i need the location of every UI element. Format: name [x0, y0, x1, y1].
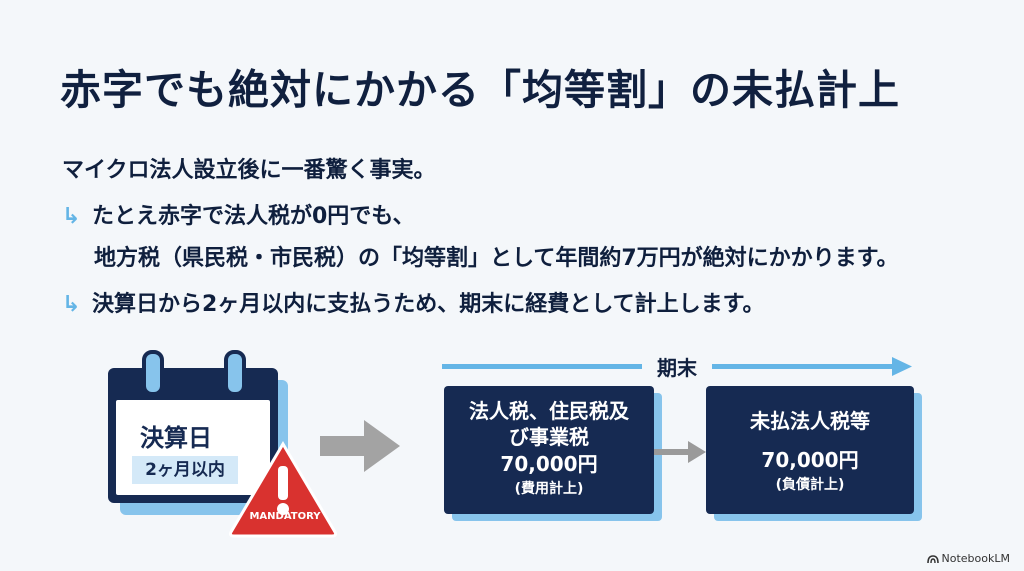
bullet-2-line1: 決算日から2ヶ月以内に支払うため、期末に経費として計上します。 — [92, 292, 765, 317]
page-title: 赤字でも絶対にかかる「均等割」の未払計上 — [60, 66, 900, 114]
bullet-1: ↳ たとえ赤字で法人税が0円でも、 — [62, 198, 415, 230]
calendar-label: 決算日 — [140, 424, 212, 452]
bullet-1-line2: 地方税（県民税・市民税）の「均等割」として年間約7万円が絶対にかかります。 — [94, 246, 899, 271]
brand-label: NotebookLM — [941, 552, 1010, 565]
box-left-line1: 法人税、住民税及 — [469, 399, 629, 423]
notebooklm-logo-icon — [926, 554, 939, 563]
right-arrow-icon — [320, 420, 400, 472]
box-corporate-tax-expense: 法人税、住民税及 び事業税 70,000円 (費用計上) — [444, 386, 654, 514]
box-left-line2: び事業税 — [509, 425, 589, 449]
box-left-amount: 70,000円 — [500, 452, 598, 476]
bullet-arrow-icon: ↳ — [62, 292, 81, 317]
bullet-1-line1: たとえ赤字で法人税が0円でも、 — [92, 204, 415, 229]
box-right-amount: 70,000円 — [761, 448, 859, 472]
period-label: 期末 — [642, 352, 712, 382]
bullet-arrow-icon: ↳ — [62, 204, 81, 229]
small-right-arrow-icon — [654, 441, 706, 463]
mandatory-label: MANDATORY — [249, 511, 321, 522]
calendar-sub-label: 2ヶ月以内 — [132, 456, 238, 484]
box-right-line1: 未払法人税等 — [750, 409, 870, 433]
box-accrued-corporate-tax: 未払法人税等 70,000円 (負債計上) — [706, 386, 914, 514]
warning-triangle-icon — [228, 441, 338, 538]
box-left-note: (費用計上) — [514, 481, 584, 497]
intro-text: マイクロ法人設立後に一番驚く事実。 — [62, 158, 436, 183]
bullet-2: ↳ 決算日から2ヶ月以内に支払うため、期末に経費として計上します。 — [62, 286, 764, 318]
brand-watermark: NotebookLM — [926, 552, 1010, 565]
box-right-note: (負債計上) — [775, 477, 845, 493]
